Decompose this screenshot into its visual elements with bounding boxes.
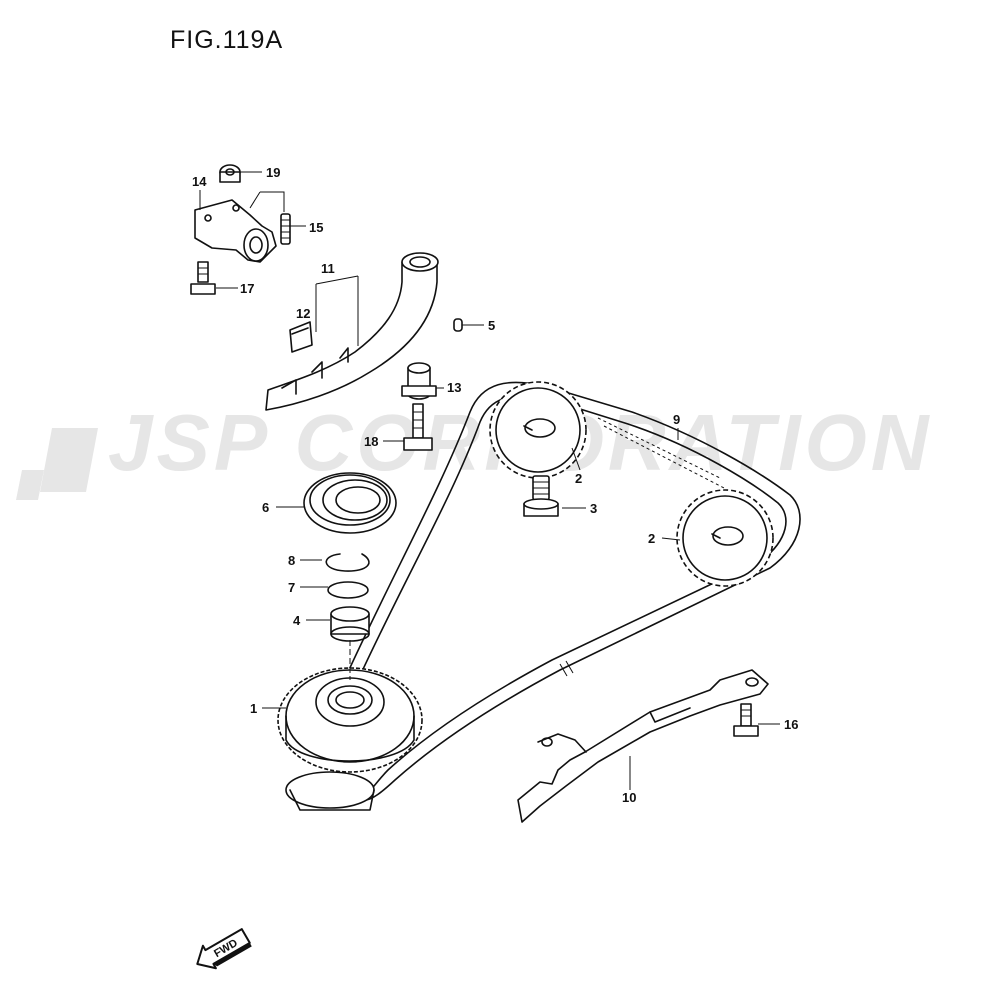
tensioner-pad bbox=[289, 321, 313, 353]
callout-5: 5 bbox=[488, 318, 495, 333]
cap-nut bbox=[219, 164, 241, 183]
callout-8: 8 bbox=[288, 553, 295, 568]
callout-14: 14 bbox=[192, 174, 207, 189]
fwd-arrow-icon bbox=[196, 928, 251, 970]
guide-bolt bbox=[733, 703, 759, 737]
chain-guide bbox=[517, 669, 769, 823]
callout-11: 11 bbox=[321, 261, 335, 276]
watermark-logo-icon bbox=[16, 428, 98, 500]
pivot-bushing bbox=[401, 362, 437, 400]
leader-lines bbox=[199, 171, 780, 790]
drive-gear bbox=[277, 667, 423, 811]
locating-pin bbox=[453, 318, 463, 332]
callout-9: 9 bbox=[673, 412, 680, 427]
pivot-bolt bbox=[403, 403, 433, 451]
tensioner-arm bbox=[265, 252, 439, 411]
callout-7: 7 bbox=[288, 580, 295, 595]
o-ring bbox=[327, 581, 369, 599]
callout-4: 4 bbox=[293, 613, 301, 628]
oil-seal bbox=[303, 472, 397, 534]
callout-3: 3 bbox=[590, 501, 597, 516]
callout-16: 16 bbox=[784, 717, 798, 732]
callout-13: 13 bbox=[447, 380, 461, 395]
callout-17: 17 bbox=[240, 281, 254, 296]
chain-tensioner-adjuster bbox=[194, 199, 277, 263]
drive-bushing bbox=[330, 606, 370, 642]
callout-1: 1 bbox=[250, 701, 257, 716]
timing-chain bbox=[347, 381, 801, 801]
snap-ring bbox=[325, 553, 370, 572]
callout-10: 10 bbox=[622, 790, 636, 805]
tensioner-bolt bbox=[190, 261, 216, 295]
figure-title: FIG.119A bbox=[170, 26, 284, 54]
callout-19: 19 bbox=[266, 165, 280, 180]
camshaft-sprocket-upper bbox=[489, 381, 587, 479]
callout-18: 18 bbox=[364, 434, 378, 449]
camshaft-sprocket-lower bbox=[676, 489, 774, 587]
callout-2-lower: 2 bbox=[648, 531, 655, 546]
fwd-direction-marker: FWD bbox=[196, 928, 252, 970]
callout-15: 15 bbox=[309, 220, 323, 235]
tensioner-stud bbox=[280, 213, 291, 245]
callout-2-upper: 2 bbox=[575, 471, 582, 486]
callout-labels: 1 2 2 3 4 5 6 7 8 9 10 11 12 13 14 15 16… bbox=[192, 165, 798, 805]
sprocket-bolt bbox=[523, 475, 559, 517]
watermark: JSP CORPORATION bbox=[16, 398, 929, 500]
callout-12: 12 bbox=[296, 306, 310, 321]
callout-6: 6 bbox=[262, 500, 269, 515]
